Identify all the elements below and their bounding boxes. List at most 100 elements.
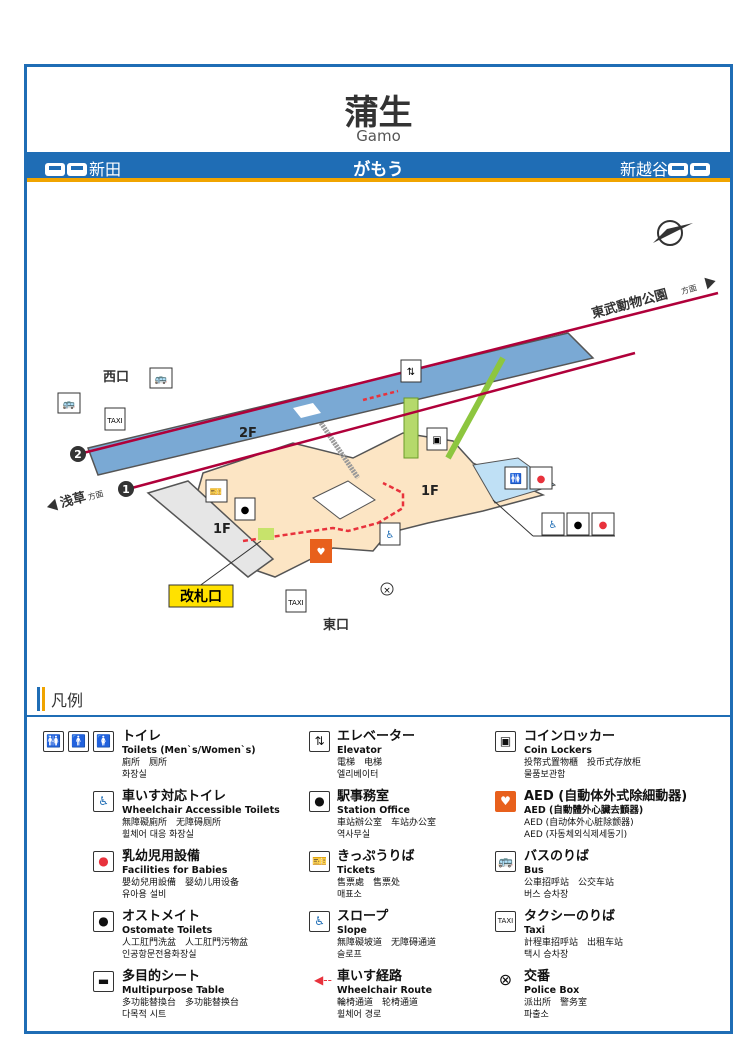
compass-icon <box>653 220 693 246</box>
aed-icon: ♥ <box>495 791 516 812</box>
legend-zh: 多功能替換台 多功能替换台 <box>122 998 240 1008</box>
legend-zh: 車站辦公室 车站办公室 <box>337 818 437 828</box>
taxi-icon <box>285 589 307 613</box>
wheelchair-route-icon: ◀-- <box>309 971 337 992</box>
svg-text:🎫: 🎫 <box>210 487 222 498</box>
women-toilet-icon: 🚺 <box>93 731 114 752</box>
slope-icon: ♿ <box>309 911 330 932</box>
legend-en: Coin Lockers <box>524 745 592 756</box>
station-kana: がもう <box>353 160 404 180</box>
bus-icon: 🚌 <box>495 851 516 872</box>
taxi-icon: TAXI <box>495 911 516 932</box>
svg-text:♿: ♿ <box>549 520 558 531</box>
legend-en: Police Box <box>524 985 580 996</box>
legend-jp: 車いす対応トイレ <box>122 789 227 804</box>
legend-ko: 파출소 <box>524 1010 549 1020</box>
bus-icon <box>57 392 81 414</box>
ostomate-icon <box>566 512 590 536</box>
legend-zh: 嬰幼兒用設備 婴幼儿用设备 <box>122 878 240 888</box>
elevator-icon <box>400 359 422 383</box>
legend-zh: 人工肛門洗盆 人工肛門污物盆 <box>122 938 249 948</box>
legend-jp: AED (自動体外式除細動器) <box>524 789 688 804</box>
baby-icon <box>529 466 553 490</box>
floor-label-1f-west: 1F <box>213 522 231 537</box>
legend-ko: 버스 승차장 <box>524 890 569 900</box>
legend-zh: 售票處 售票处 <box>337 878 401 888</box>
coin-locker-icon <box>426 427 448 451</box>
wheelchair-toilet-icon: ♿ <box>93 791 114 812</box>
legend-en: Facilities for Babies <box>122 865 228 876</box>
station-name: 蒲生 <box>344 93 413 133</box>
legend-jp: トイレ <box>122 729 162 744</box>
legend-en: Ostomate Toilets <box>122 925 213 936</box>
bus-icon <box>149 367 173 389</box>
toilet-pair-icon: 🚻 <box>43 731 64 752</box>
direction-down: 浅草 <box>58 489 87 511</box>
legend-ko: 매표소 <box>337 890 362 900</box>
slope-icon <box>379 522 401 546</box>
svg-text:TAXI: TAXI <box>287 599 303 607</box>
legend-en: Bus <box>524 865 544 876</box>
prev-station-label: 新田 <box>89 160 122 179</box>
legend-ko: 역사무실 <box>337 830 371 840</box>
legend-en: Wheelchair Route <box>337 985 433 996</box>
legend-jp: エレベーター <box>337 729 416 744</box>
station-map-frame: 蒲生 Gamo 新田 がもう 新越谷 2 1 東武動物公園方面 浅草方面 2F … <box>24 64 733 1034</box>
men-toilet-icon: 🚹 <box>68 731 89 752</box>
taxi-icon <box>104 407 126 431</box>
west-area <box>146 480 275 578</box>
svg-text:●: ● <box>599 520 608 531</box>
next-station-label: 新越谷 <box>619 160 668 179</box>
legend-ko: 인공항문전용화장실 <box>122 950 197 960</box>
legend-ko: 화장실 <box>122 770 147 780</box>
police-box-icon <box>380 582 394 596</box>
legend-en: AED (自動體外心臟去顫器) <box>524 805 644 816</box>
legend-title: 凡例 <box>36 687 83 711</box>
svg-text:🚌: 🚌 <box>63 399 76 410</box>
svg-text:♿: ♿ <box>386 530 395 541</box>
wheelchair-route <box>242 481 405 543</box>
legend-zh: 無障礙坡道 无障碍通道 <box>337 938 437 948</box>
svg-text:●: ● <box>537 474 546 485</box>
legend-en: Station Office <box>337 805 410 816</box>
legend-jp: タクシーのりば <box>524 909 616 924</box>
stairs-west <box>318 421 361 480</box>
legend-ko: 다목적 시트 <box>122 1010 167 1020</box>
track-2-badge <box>70 446 86 462</box>
legend-zh: 公車招呼站 公交车站 <box>524 878 615 888</box>
legend-zh: 派出所 警务室 <box>524 998 588 1008</box>
legend-jp: オストメイト <box>122 909 201 924</box>
legend-ko: 물품보관함 <box>524 770 566 780</box>
direction-suffix: 方面 <box>680 282 698 296</box>
legend-zh: 計程車招呼站 出租车站 <box>524 938 624 948</box>
svg-text:♥: ♥ <box>317 547 326 558</box>
multipurpose-table-icon: ▬ <box>93 971 114 992</box>
svg-text:🚌: 🚌 <box>155 374 168 385</box>
legend-en: Tickets <box>337 865 376 876</box>
toilet-leader <box>492 499 534 537</box>
legend-zh: AED (自动体外心脏除颤器) <box>524 818 634 828</box>
gate-leader <box>197 540 262 588</box>
ticket-icon <box>205 479 228 503</box>
baby-icon <box>591 512 615 536</box>
station-floor-map: 2 1 東武動物公園方面 浅草方面 2F 1F 1F 西口 東口 改札口 🚌 🚌… <box>46 220 719 633</box>
station-romaji: Gamo <box>356 127 401 145</box>
wheelchair-toilet-icon <box>541 512 565 536</box>
legend-ko: 휠체어 대응 화장실 <box>122 830 194 840</box>
legend-ko: 휠체어 경로 <box>337 1010 382 1020</box>
svg-text:▣: ▣ <box>432 435 441 446</box>
stair-opening <box>293 403 321 418</box>
legend-en: Slope <box>337 925 367 936</box>
west-exit-label: 西口 <box>103 370 129 385</box>
legend-divider <box>27 715 730 717</box>
